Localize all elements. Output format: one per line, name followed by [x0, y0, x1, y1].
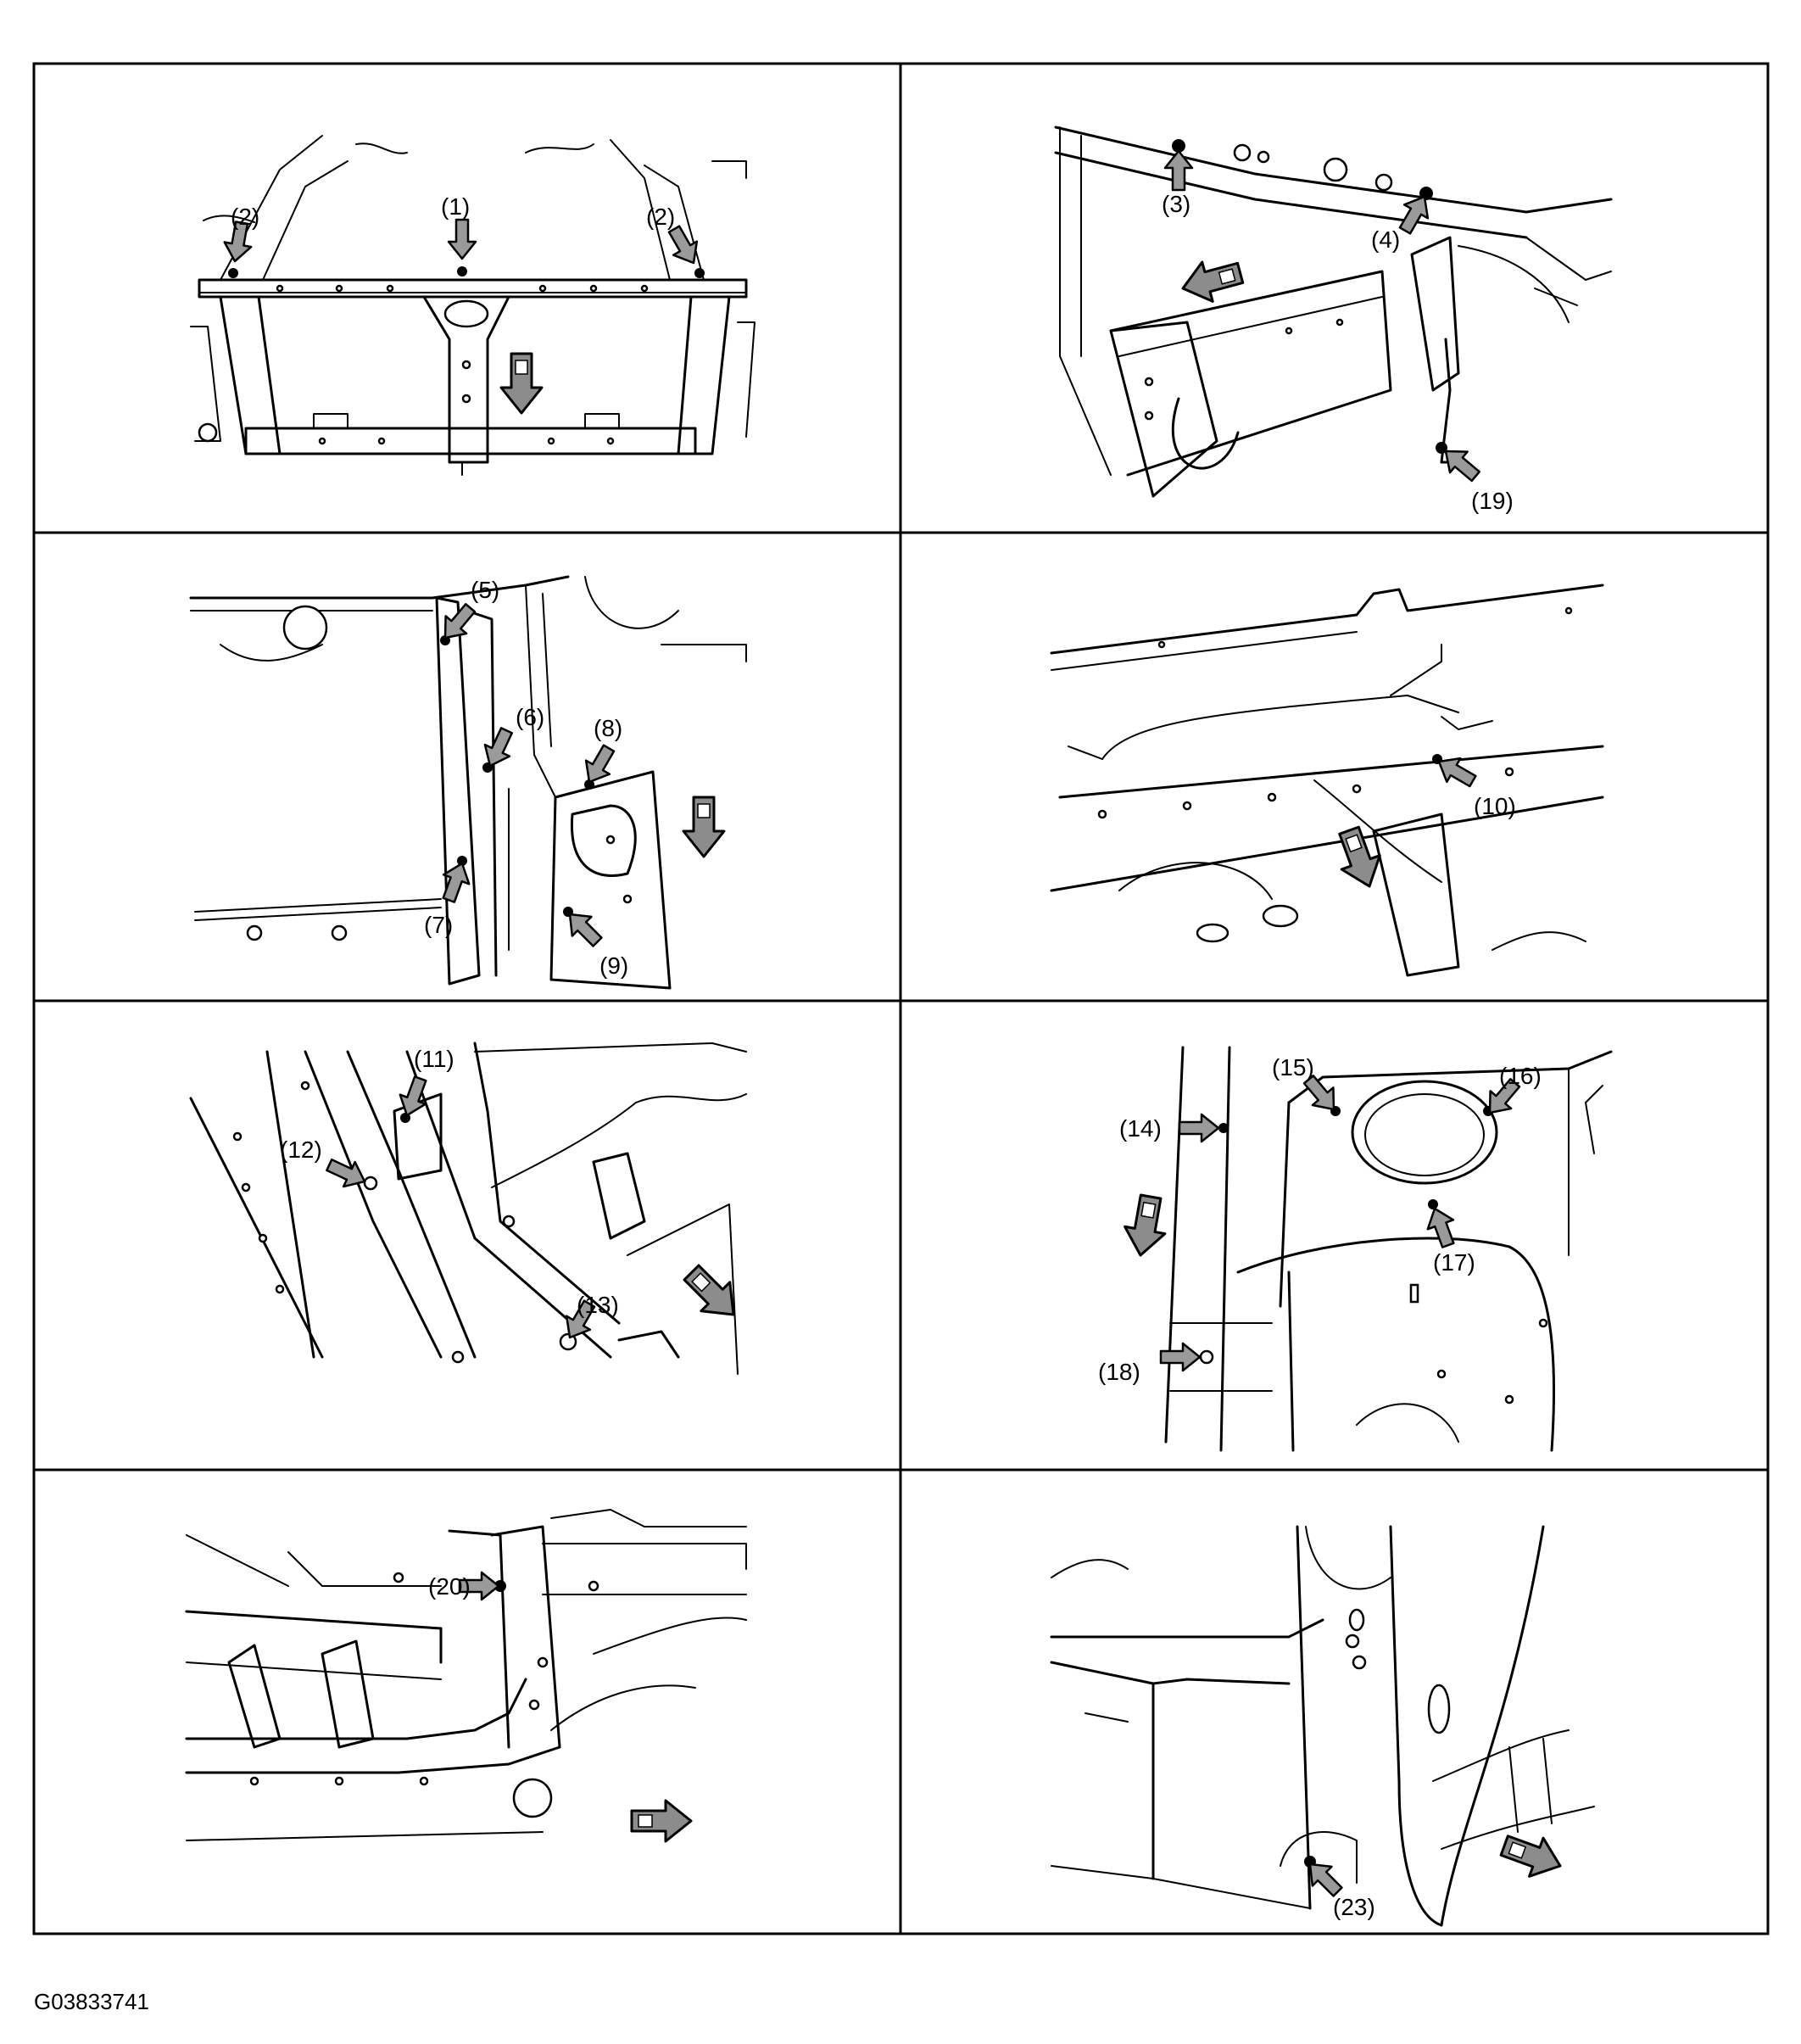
callout-label-8: (8) [594, 715, 622, 741]
panel-6-illustration [1164, 1046, 1613, 1452]
callout-arrow-18 [1159, 1342, 1202, 1372]
callout-arrow-14 [1178, 1113, 1220, 1143]
callout-label-23: (23) [1333, 1894, 1375, 1920]
panel-3-illustration [189, 575, 747, 990]
callout-label-10: (10) [1474, 793, 1516, 819]
callout-label-5: (5) [471, 577, 499, 603]
panel-1-radiator-panel: (1) (2) (2) [190, 135, 756, 476]
panel-3-radiator-side: (5) (6) (7) (8) (9) [189, 575, 747, 990]
figure-id: G03833741 [34, 1989, 149, 2014]
callout-label-15: (15) [1272, 1054, 1314, 1081]
callout-label-16: (16) [1499, 1063, 1542, 1089]
front-direction-arrow-5 [676, 1257, 750, 1331]
panel-7-side-sill: (20) [185, 1509, 747, 1843]
callout-arrow-17 [1420, 1203, 1463, 1251]
callout-label-3: (3) [1162, 191, 1190, 217]
callout-label-6: (6) [516, 704, 544, 730]
panel-8-rear-quarter: (23) [1050, 1525, 1595, 1927]
callout-arrow-11 [393, 1073, 435, 1121]
panel-7-illustration [185, 1509, 747, 1841]
panel-2-illustration [1054, 126, 1613, 498]
callout-label-12: (12) [280, 1136, 322, 1163]
callout-label-17: (17) [1433, 1249, 1475, 1276]
panel-8-illustration [1050, 1525, 1595, 1927]
callout-label-2-right: (2) [646, 204, 675, 230]
callout-arrow-7 [434, 857, 477, 906]
panel-grid [32, 62, 1770, 1935]
callout-arrow-1 [447, 218, 477, 260]
panel-6-wheel-house: (14) (15) (16) (17) (18) [1098, 1046, 1613, 1452]
callout-label-18: (18) [1098, 1359, 1140, 1385]
front-direction-arrow-8 [1496, 1825, 1569, 1887]
front-direction-arrow-6 [1118, 1192, 1173, 1260]
callout-label-4: (4) [1371, 226, 1400, 253]
callout-label-13: (13) [577, 1292, 619, 1318]
callout-label-14: (14) [1119, 1115, 1162, 1142]
callout-label-19: (19) [1471, 488, 1514, 514]
panel-5-wheel-apron: (11) (12) (13) [189, 1042, 750, 1375]
front-direction-arrow-3 [682, 796, 726, 858]
front-direction-arrow-1 [499, 352, 544, 415]
callout-label-2-left: (2) [231, 204, 259, 230]
panel-2-front-side-frame: (3) (4) (19) [1054, 126, 1613, 514]
callout-label-1: (1) [441, 193, 470, 220]
panel-4-illustration [1050, 584, 1604, 977]
callout-label-11: (11) [414, 1046, 454, 1072]
front-direction-arrow-7 [630, 1799, 693, 1843]
callout-label-7: (7) [424, 912, 453, 938]
callout-label-20: (20) [428, 1573, 471, 1600]
panel-5-illustration [189, 1042, 747, 1375]
panel-4-cross-member: (10) [1050, 584, 1604, 977]
panel-1-illustration [190, 135, 756, 476]
front-direction-arrow-2 [1176, 252, 1247, 310]
callout-label-9: (9) [599, 952, 628, 979]
